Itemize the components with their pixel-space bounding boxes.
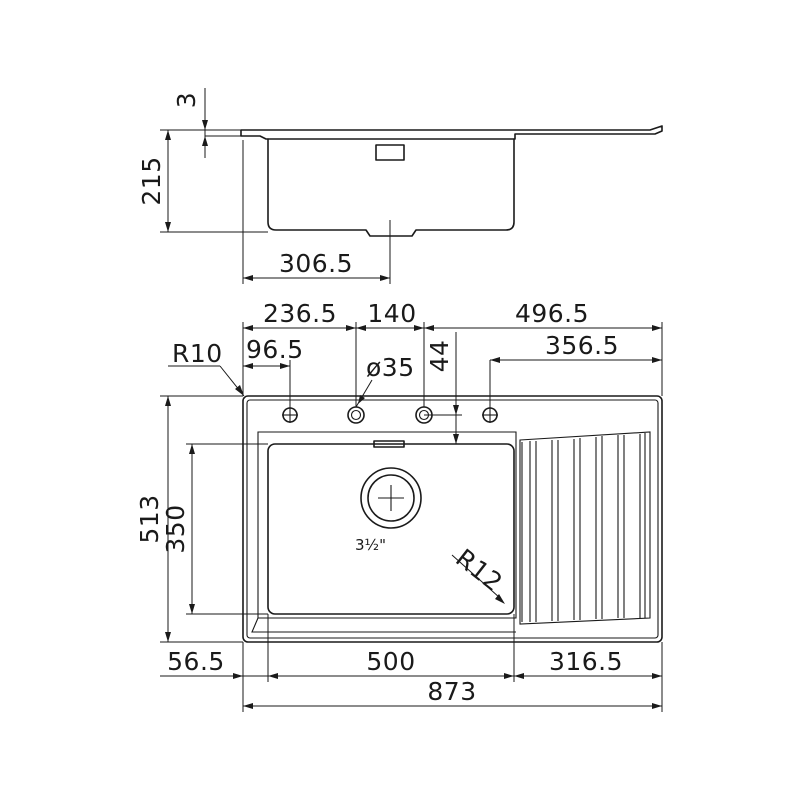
drainer-board: [519, 431, 651, 625]
dim-thickness: 3: [172, 92, 201, 108]
dim-drainer-width: 316.5: [549, 647, 623, 676]
sink-outline: [242, 395, 663, 643]
dim-depth: 215: [137, 156, 166, 205]
tap-hole-4: [482, 407, 498, 423]
side-rim: [240, 125, 663, 140]
side-bowl: [267, 138, 515, 237]
top-view: 3½": [135, 299, 663, 712]
drain: [360, 467, 422, 529]
tap-hole-2: [347, 406, 365, 424]
dim-bowl-radius: R12: [450, 543, 508, 597]
dim-bowl-offset: 306.5: [279, 249, 353, 278]
dim-corner-radius: R10: [172, 339, 223, 368]
dim-tap-right-span: 496.5: [515, 299, 589, 328]
sink-bowl: [267, 443, 515, 615]
tap-hole-1: [282, 407, 298, 423]
side-overflow-slot: [375, 144, 405, 161]
dim-hole-diameter: ø35: [366, 353, 415, 382]
dim-left-margin: 56.5: [167, 647, 225, 676]
dim-tap-spacing: 140: [367, 299, 416, 328]
dim-overall-width: 873: [427, 677, 476, 706]
overflow: [373, 440, 405, 448]
dim-bowl-width: 500: [366, 647, 415, 676]
dim-overall-depth: 513: [135, 494, 164, 543]
dim-hole-inset: 44: [425, 340, 454, 373]
dim-last-hole-offset: 356.5: [545, 331, 619, 360]
drain-size: 3½": [355, 536, 386, 554]
side-view: 3 215 306.5: [137, 88, 663, 284]
dim-first-hole-offset: 96.5: [246, 335, 304, 364]
dim-tap-left-offset: 236.5: [263, 299, 337, 328]
dim-bowl-depth: 350: [161, 504, 190, 553]
